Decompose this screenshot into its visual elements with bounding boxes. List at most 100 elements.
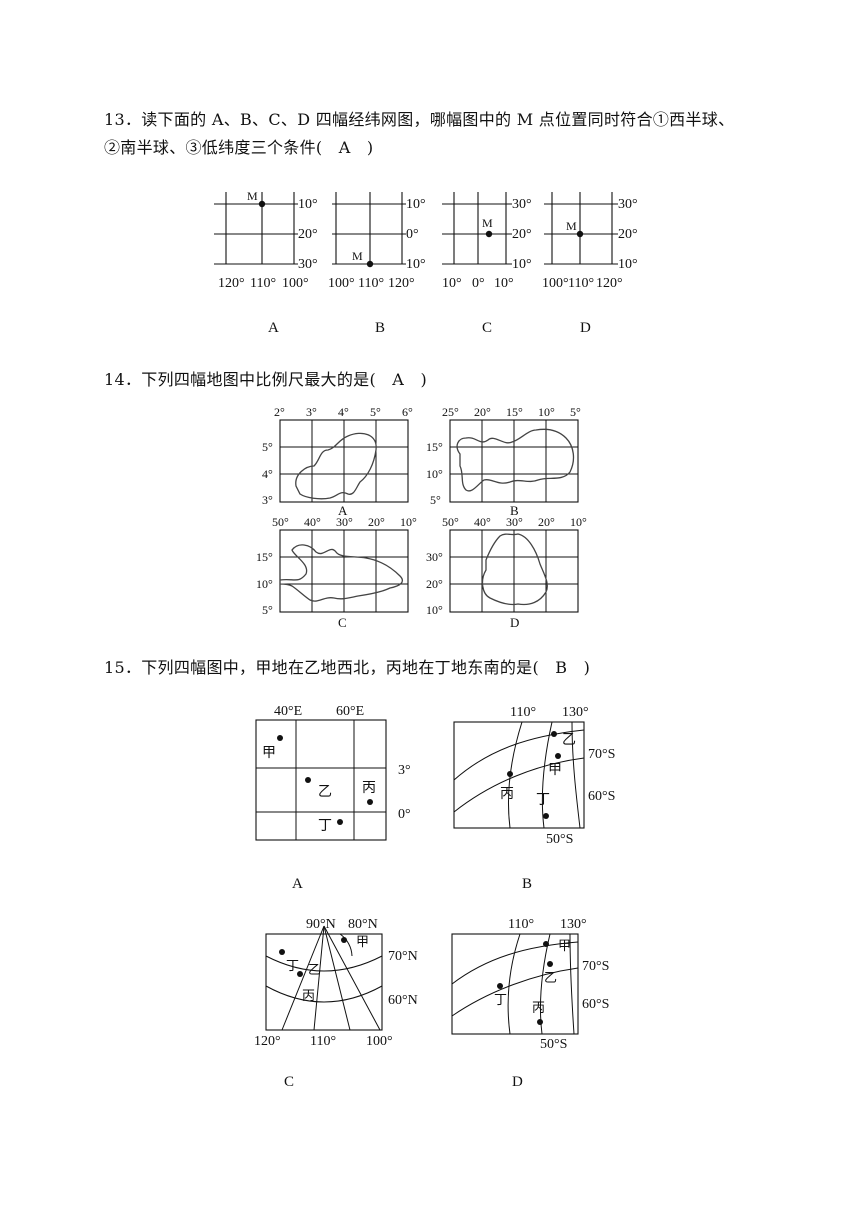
q13-grid-d-svg: M 30° 20° 10° 100° 110° 120° xyxy=(542,192,638,291)
q15-map-b-svg: 110° 130° 70°S 60°S 50°S 乙 甲 丙 丁 xyxy=(453,705,615,847)
q15-a-p4: 丁 xyxy=(318,819,332,834)
q13-grid-d: M 30° 20° 10° 100° 110° 120° xyxy=(540,188,650,291)
q14-map-b: 25° 20° 15° 10° 5° 15° 10° 5° B xyxy=(424,404,594,518)
q13-d-lon1: 100° xyxy=(542,276,569,291)
q14-map-c: 50° 40° 30° 20° 10° 15° 10° 5° C xyxy=(254,514,424,632)
q14-a-left1: 5° xyxy=(262,440,273,454)
q15-c-dot1 xyxy=(341,937,347,943)
question-13-line1: 13．读下面的 A、B、C、D 四幅经纬网图，哪幅图中的 M 点位置同时符合①西… xyxy=(104,110,735,129)
q15-d-p1: 甲 xyxy=(558,938,571,953)
q13-c-lon1: 10° xyxy=(442,276,462,291)
q14-map-d: 50° 40° 30° 20° 10° 30° 20° 10° D xyxy=(424,514,594,632)
q14-c-caption: C xyxy=(338,615,347,630)
q15-a-p3: 丙 xyxy=(362,781,376,796)
q15-map-c: 90°N 80°N 70°N 60°N 120° 110° 100° 甲 丁 乙… xyxy=(252,912,432,1052)
q13-grid-b: M 10° 0° 10° 100° 110° 120° xyxy=(324,188,434,291)
q13-b-point xyxy=(366,260,374,268)
q15-a-lon2: 60°E xyxy=(336,704,364,719)
question-13: 13．读下面的 A、B、C、D 四幅经纬网图，哪幅图中的 M 点位置同时符合①西… xyxy=(104,106,764,162)
q13-d-lon2: 110° xyxy=(568,276,594,291)
q13-d-lat2: 20° xyxy=(618,227,638,242)
q15-map-d: 110° 130° 70°S 60°S 50°S 甲 乙 丁 丙 xyxy=(446,912,636,1052)
q15-b-lat2: 60°S xyxy=(588,789,615,804)
q14-b-left3: 5° xyxy=(430,493,441,507)
q13-d-lat1: 30° xyxy=(618,197,638,212)
q14-a-left2: 4° xyxy=(262,467,273,481)
q14-d-caption: D xyxy=(510,615,519,630)
q15-a-dot2 xyxy=(305,777,311,783)
q14-a-caption: A xyxy=(338,503,348,518)
q14-c-left2: 10° xyxy=(256,577,273,591)
q15-b-lat3: 50°S xyxy=(546,832,573,847)
q14-b-landmass xyxy=(456,428,575,492)
q13-grid-c: M 30° 20° 10° 10° 0° 10° xyxy=(438,188,548,291)
q14-c-top3: 30° xyxy=(336,515,353,529)
q14-a-top2: 3° xyxy=(306,405,317,419)
q14-d-left1: 30° xyxy=(426,550,443,564)
q14-map-a-svg: 2° 3° 4° 5° 6° 5° 4° 3° A xyxy=(262,405,413,518)
q14-b-left2: 10° xyxy=(426,467,443,481)
q15-map-b: 110° 130° 70°S 60°S 50°S 乙 甲 丙 丁 xyxy=(448,700,638,850)
q14-b-top4: 10° xyxy=(538,405,555,419)
question-14: 14．下列四幅地图中比例尺最大的是( A ) xyxy=(104,370,427,389)
q15-d-lon1: 110° xyxy=(508,917,534,932)
q13-c-lon3: 10° xyxy=(494,276,514,291)
q14-c-top2: 40° xyxy=(304,515,321,529)
q13-a-point xyxy=(258,200,266,208)
q14-a-top4: 5° xyxy=(370,405,381,419)
q15-a-lon1: 40°E xyxy=(274,704,302,719)
q14-b-caption: B xyxy=(510,503,519,518)
q13-b-lon3: 120° xyxy=(388,276,415,291)
q13-b-lon1: 100° xyxy=(328,276,355,291)
q15-caption-a: A xyxy=(292,876,303,892)
q14-d-top1: 50° xyxy=(442,515,459,529)
q13-a-lon1: 120° xyxy=(218,276,245,291)
q13-d-lat3: 10° xyxy=(618,257,638,272)
q14-a-top1: 2° xyxy=(274,405,285,419)
q15-b-dot3 xyxy=(507,771,513,777)
q13-d-point-label: M xyxy=(566,219,577,233)
q15-d-dot4 xyxy=(537,1019,543,1025)
q14-c-top4: 20° xyxy=(368,515,385,529)
q15-c-dot2 xyxy=(279,949,285,955)
q14-c-left3: 5° xyxy=(262,603,273,617)
q14-b-top5: 5° xyxy=(570,405,581,419)
q15-d-dot2 xyxy=(547,961,553,967)
q15-c-b1: 120° xyxy=(254,1034,281,1049)
q13-c-lat2: 20° xyxy=(512,227,532,242)
q15-map-a-svg: 40°E 60°E 3° 0° 甲 乙 丙 丁 xyxy=(255,704,411,841)
q13-c-lat3: 10° xyxy=(512,257,532,272)
q15-d-p3: 丁 xyxy=(494,992,507,1007)
q13-a-lon2: 110° xyxy=(250,276,276,291)
q13-grid-a-svg: M 10° 20° 30° 120° 110° 100° xyxy=(214,189,318,291)
q14-b-left1: 15° xyxy=(426,440,443,454)
q13-grid-a: M 10° 20° 30° 120° 110° 100° xyxy=(214,188,324,291)
q15-b-lon2: 130° xyxy=(562,705,589,720)
q15-d-dot3 xyxy=(497,983,503,989)
q13-caption-d: D xyxy=(580,320,591,336)
q14-c-left1: 15° xyxy=(256,550,273,564)
q14-a-top5: 6° xyxy=(402,405,413,419)
q14-map-b-svg: 25° 20° 15° 10° 5° 15° 10° 5° B xyxy=(426,405,581,518)
q14-d-top3: 30° xyxy=(506,515,523,529)
q15-b-lon1: 110° xyxy=(510,705,536,720)
question-13-line2: ②南半球、③低纬度三个条件( A ) xyxy=(104,138,374,157)
q13-b-lat2: 0° xyxy=(406,227,419,242)
q14-d-top2: 40° xyxy=(474,515,491,529)
q13-grid-b-svg: M 10° 0° 10° 100° 110° 120° xyxy=(328,192,426,291)
q15-c-p4: 丙 xyxy=(302,988,315,1003)
q15-a-lat2: 0° xyxy=(398,807,411,822)
q15-d-lat2: 60°S xyxy=(582,997,609,1012)
q15-a-p1: 甲 xyxy=(262,746,276,761)
q13-a-lat2: 20° xyxy=(298,227,318,242)
q15-d-dot1 xyxy=(543,941,549,947)
q15-a-dot1 xyxy=(277,735,283,741)
q13-d-point xyxy=(576,230,584,238)
q13-b-lat1: 10° xyxy=(406,197,426,212)
q13-a-lat1: 10° xyxy=(298,197,318,212)
q15-b-p1: 乙 xyxy=(562,732,576,748)
q15-c-p1: 甲 xyxy=(356,934,369,949)
q14-a-top3: 4° xyxy=(338,405,349,419)
q14-c-top5: 10° xyxy=(400,515,417,529)
q15-b-dot2 xyxy=(555,753,561,759)
